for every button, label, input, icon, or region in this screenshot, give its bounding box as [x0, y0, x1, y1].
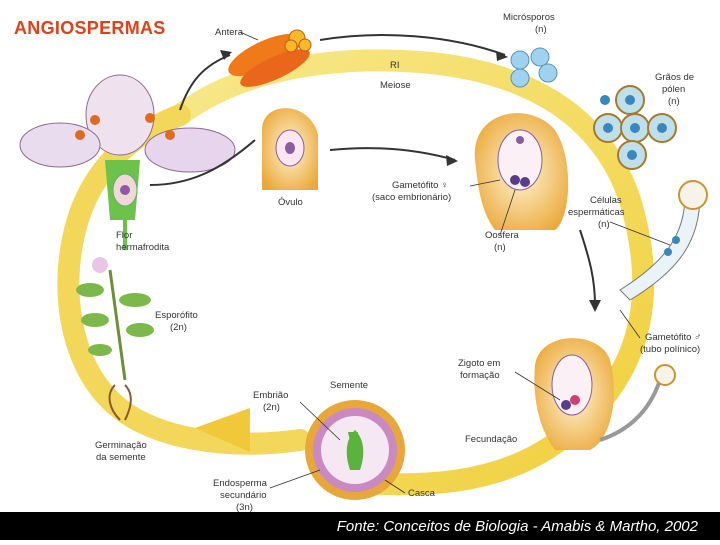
label-microsporos: Micrósporos — [503, 12, 555, 23]
anther-illustration — [228, 29, 312, 87]
leader-embriao — [299, 401, 341, 441]
arrow-to-fertilization — [579, 229, 596, 306]
source-citation: Fonte: Conceitos de Biologia - Amabis & … — [336, 518, 698, 535]
fertilized-ovule-illustration — [534, 338, 676, 450]
label-endosperma-3: (3n) — [236, 502, 253, 513]
label-gametofito-f-1: Gametófito ♀ — [392, 180, 448, 191]
leader-celulas — [609, 221, 671, 246]
leader-gametofito-f — [469, 179, 501, 187]
label-microsporos-n: (n) — [535, 24, 547, 35]
label-celulas-2: espermáticas — [568, 207, 625, 218]
cycle-arrowhead — [195, 408, 250, 452]
cycle-ring — [169, 49, 655, 496]
label-antera: Antera — [215, 27, 244, 38]
label-graos-1: Grãos de — [655, 72, 694, 83]
label-esporofito-1: Esporófito — [155, 310, 198, 321]
arrow-flower-to-ovule — [149, 139, 256, 186]
page-title: ANGIOSPERMAS — [14, 18, 166, 38]
label-endosperma-1: Endosperma — [213, 478, 268, 489]
leader-oosfera — [499, 189, 516, 236]
seed-illustration — [305, 400, 405, 500]
label-esporofito-2: (2n) — [170, 322, 187, 333]
label-casca: Casca — [408, 488, 436, 499]
label-celulas-n: (n) — [598, 219, 610, 230]
label-embriao-2: (2n) — [263, 402, 280, 413]
leader-antera — [239, 31, 259, 41]
label-germinacao-2: da semente — [96, 452, 146, 463]
label-fecundacao: Fecundação — [465, 434, 517, 445]
leader-endosperma — [269, 469, 321, 489]
arrow-ovule-to-embryo-sac — [329, 147, 456, 161]
label-ri: RI — [390, 60, 400, 71]
label-meiose: Meiose — [380, 80, 411, 91]
label-ovulo: Óvulo — [278, 197, 303, 208]
embryo-sac-illustration — [474, 113, 569, 230]
label-flor-1: Flor — [116, 230, 132, 241]
label-graos-n: (n) — [668, 96, 680, 107]
leader-zigoto — [514, 371, 561, 401]
label-oosfera: Oosfera — [485, 230, 520, 241]
label-endosperma-2: secundário — [220, 490, 266, 501]
footer-bar: Fonte: Conceitos de Biologia - Amabis & … — [0, 512, 720, 540]
flower-illustration — [19, 74, 236, 250]
arrow-anther-to-microspores — [319, 34, 506, 56]
label-celulas-1: Células — [590, 195, 622, 206]
leader-casca — [384, 479, 406, 494]
label-zigoto-2: formação — [460, 370, 500, 381]
label-embriao-1: Embrião — [253, 390, 288, 401]
microspores-illustration — [510, 47, 558, 88]
pollen-tube-illustration — [619, 180, 708, 301]
label-graos-2: pólen — [662, 84, 685, 95]
label-zigoto-1: Zigoto em — [458, 358, 500, 369]
label-gametofito-m-2: (tubo polínico) — [640, 344, 700, 355]
label-flor-2: hermafrodita — [116, 242, 170, 253]
label-germinacao-1: Germinação — [95, 440, 147, 451]
label-gametofito-f-2: (saco embrionário) — [372, 192, 451, 203]
sporophyte-plant-illustration — [76, 257, 154, 421]
leader-gametofito-m — [619, 309, 641, 339]
ovule-illustration — [262, 108, 318, 190]
label-semente: Semente — [330, 380, 368, 391]
label-oosfera-n: (n) — [494, 242, 506, 253]
pollen-grains-illustration — [593, 85, 677, 170]
label-gametofito-m-1: Gametófito ♂ — [645, 332, 701, 343]
